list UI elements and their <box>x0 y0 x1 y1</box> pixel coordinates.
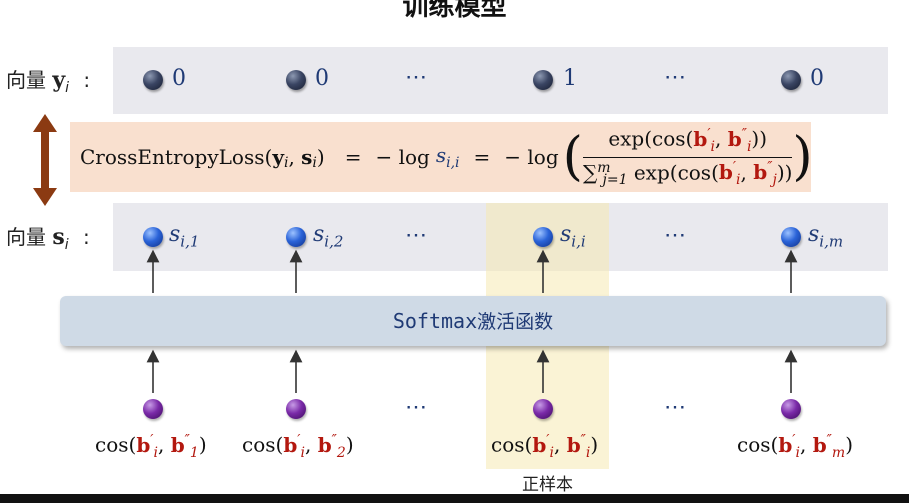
fraction-numerator: exp(cos(b′i, b″i)) <box>582 125 793 158</box>
denominator-b1: b <box>718 160 733 185</box>
cos-input-1: cos(b′i, b″1) <box>95 432 207 461</box>
s-dot-4 <box>781 227 801 247</box>
s-label-2: si,2 <box>313 222 344 251</box>
y-dot-2 <box>286 70 306 90</box>
s-ellipsis-2: ⋯ <box>664 223 687 248</box>
numerator-b1-prime: ′ <box>707 125 711 142</box>
sigma-upper: m <box>597 159 611 176</box>
y-dot-3 <box>533 70 553 90</box>
s-row-label-text: 向量 <box>6 225 46 249</box>
input-dot-3 <box>533 399 553 419</box>
denominator-b1-prime: ′ <box>732 159 737 176</box>
s-label-4: si,m <box>808 222 844 251</box>
loss-s: s <box>435 143 447 167</box>
s-row-symbol: s <box>52 224 65 250</box>
y-vector-band <box>113 47 888 114</box>
input-dot-4 <box>781 399 801 419</box>
cos-input-2: cos(b′i, b″2) <box>242 432 354 461</box>
denominator-suffix: )) <box>776 160 793 185</box>
input-ellipsis-2: ⋯ <box>664 395 687 420</box>
denominator-mid: exp(cos( <box>633 160 719 185</box>
y-row-label: 向量 yi : <box>6 64 90 96</box>
numerator-prefix: exp(cos( <box>608 126 694 151</box>
y-row-colon: : <box>83 68 91 92</box>
loss-arg-y-sub: i <box>283 155 289 171</box>
softmax-word: Softmax <box>392 309 478 333</box>
loss-name: CrossEntropyLoss <box>80 145 265 169</box>
s-dot-1 <box>143 227 163 247</box>
s-label-1: si,1 <box>169 222 200 251</box>
softmax-fraction: exp(cos(b′i, b″i)) ∑mj=1 exp(cos(b′i, b″… <box>582 125 793 189</box>
s-row-subscript: i <box>64 237 69 253</box>
s-row-colon: : <box>83 225 90 249</box>
loss-equals-1: = <box>344 145 362 169</box>
softmax-suffix: 激活函数 <box>477 311 554 333</box>
softmax-box <box>60 296 886 346</box>
denominator-b1-sub: i <box>736 172 741 189</box>
numerator-b1-sub: i <box>710 138 715 155</box>
y-ellipsis-2: ⋯ <box>664 65 687 90</box>
input-dot-1 <box>143 399 163 419</box>
double-arrow-icon <box>33 114 57 206</box>
input-dot-2 <box>286 399 306 419</box>
y-row-symbol: y <box>52 67 66 93</box>
loss-arg-s-sub: i <box>312 155 317 171</box>
loss-arg-y: y <box>272 145 284 169</box>
cos-input-4: cos(b′i, b″m) <box>737 432 853 461</box>
y-ellipsis-1: ⋯ <box>405 65 428 90</box>
numerator-b2-sub: i <box>746 138 752 155</box>
positive-sample-label: 正样本 <box>522 475 573 495</box>
y-dot-1 <box>143 70 163 90</box>
y-row-subscript: i <box>65 80 70 96</box>
numerator-b2-prime: ″ <box>741 125 747 142</box>
denominator-b2-sub: j <box>772 172 777 189</box>
bottom-border <box>0 494 909 503</box>
softmax-label: Softmax激活函数 <box>60 296 886 346</box>
denominator-b2: b <box>753 160 768 185</box>
loss-neg-log-2: − log <box>504 145 559 169</box>
numerator-b1: b <box>693 126 708 151</box>
cos-input-3: cos(b′i, b″i) <box>491 432 599 461</box>
sigma-symbol: ∑ <box>582 160 598 185</box>
input-ellipsis-1: ⋯ <box>405 395 428 420</box>
y-value-2: 0 <box>315 66 329 91</box>
numerator-b2: b <box>727 126 742 151</box>
fraction-denominator: ∑mj=1 exp(cos(b′i, b″j)) <box>582 159 793 189</box>
loss-arg-s: s <box>301 145 313 169</box>
denominator-b2-prime: ″ <box>767 159 773 176</box>
s-dot-3 <box>533 227 553 247</box>
s-row-label: 向量 si : <box>6 221 90 253</box>
loss-s-sub: i,i <box>446 155 460 171</box>
sigma-lower: j=1 <box>602 172 628 189</box>
y-value-4: 0 <box>810 66 824 91</box>
loss-equals-2: = <box>473 145 491 169</box>
loss-neg-log-1: − log <box>375 145 430 169</box>
s-label-3: si,i <box>560 222 586 251</box>
s-ellipsis-1: ⋯ <box>405 223 428 248</box>
numerator-suffix: )) <box>751 126 768 151</box>
y-row-label-text: 向量 <box>6 68 46 92</box>
diagram-title: 训练模型 <box>402 0 507 22</box>
y-value-3: 1 <box>563 66 577 91</box>
y-value-1: 0 <box>172 66 186 91</box>
y-dot-4 <box>781 70 801 90</box>
s-dot-2 <box>286 227 306 247</box>
